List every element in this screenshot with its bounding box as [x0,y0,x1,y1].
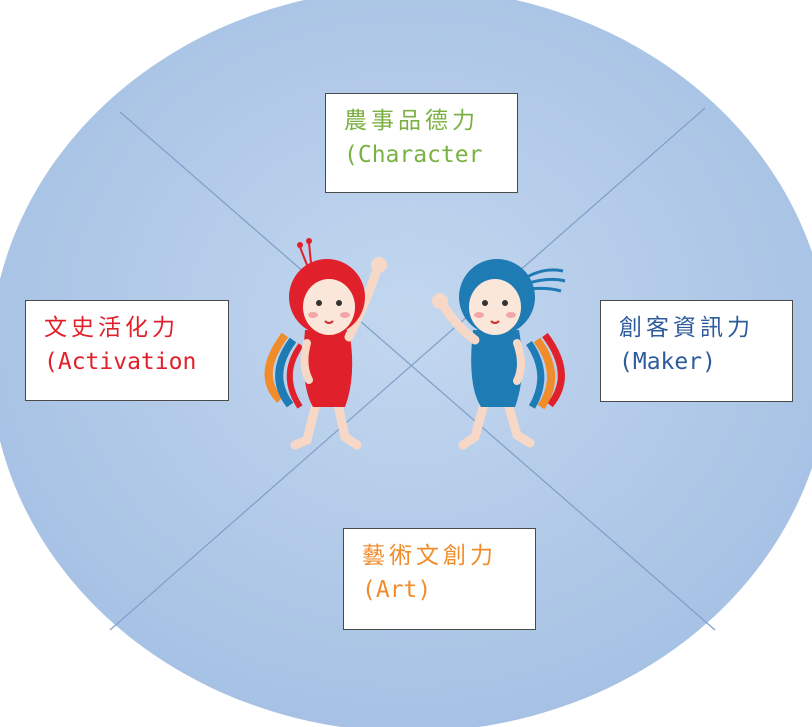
quadrant-bottom-subtitle: (Art) [362,577,432,603]
mascots-illustration [264,238,566,450]
quadrant-right-title: 創客資訊力 [619,315,754,341]
divider-diagonal-1 [119,111,716,631]
blue-mascot-figure [432,259,566,450]
quadrant-left-subtitle: (Activation [44,349,197,375]
quadrant-bottom-title: 藝術文創力 [362,543,497,569]
quadrant-right-subtitle: (Maker) [619,349,716,375]
quadrant-top-subtitle: (Character [344,142,483,168]
quadrant-top-box: 農事品德力 (Character [325,93,518,193]
quadrant-right-box: 創客資訊力 (Maker) [600,300,793,402]
quadrant-left-box: 文史活化力 (Activation [25,300,229,401]
red-mascot-figure [264,238,387,450]
quadrant-left-title: 文史活化力 [44,315,179,341]
divider-diagonal-2 [109,107,706,631]
quadrant-top-title: 農事品德力 [344,108,479,134]
quadrant-bottom-box: 藝術文創力 (Art) [343,528,536,630]
